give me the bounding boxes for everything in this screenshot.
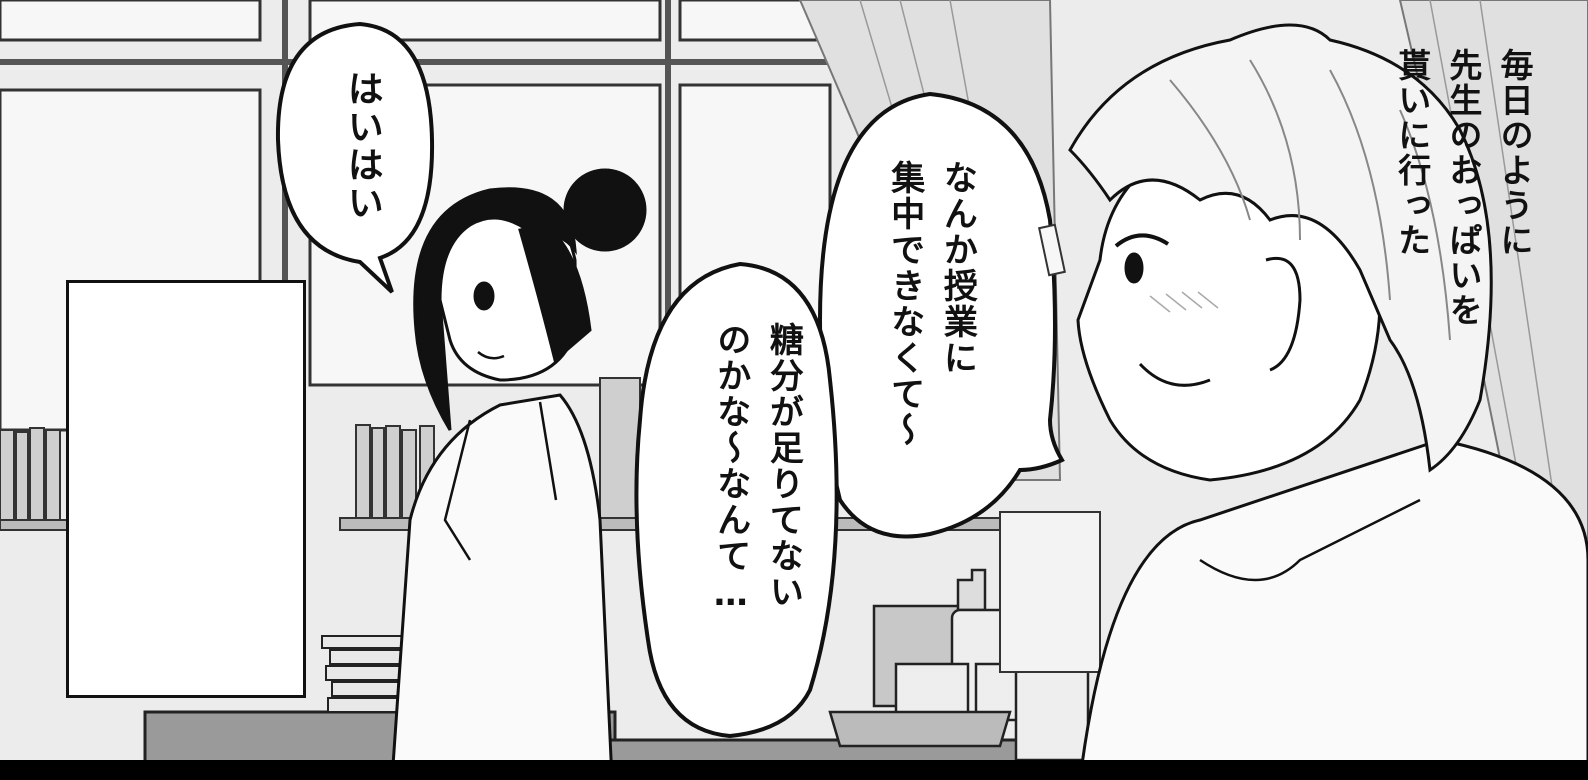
bookshelf-left (0, 427, 61, 526)
speech-bubble-tobun-text: 糖分が足りてないのかな〜なんて… (704, 322, 809, 616)
speech-bubble-shuchu-text: なんか授業に集中できなくて〜 (878, 160, 983, 448)
speech-bubble-tobun (634, 261, 839, 739)
text-line: 集中できなくて〜 (884, 160, 925, 448)
panel-bottom-border (0, 760, 1588, 780)
narration-box (66, 280, 306, 698)
speech-bubble-hai (275, 21, 435, 294)
text-line: 糖分が足りてない (763, 322, 804, 610)
speech-bubble-hai-text: はいはい (334, 70, 390, 222)
text-line: なんか授業に (937, 160, 978, 376)
student-character (1068, 23, 1588, 780)
text-line: 先生のおっぱいを (1443, 48, 1483, 328)
nurse-character (390, 168, 647, 780)
text-line: 貰いに行った (1392, 48, 1432, 258)
narration-text: 毎日のように先生のおっぱいを貰いに行った (1387, 48, 1540, 328)
text-line: のかな〜なんて… (710, 322, 751, 616)
text-line: はいはい (341, 70, 383, 222)
text-line: 毎日のように (1495, 48, 1534, 258)
